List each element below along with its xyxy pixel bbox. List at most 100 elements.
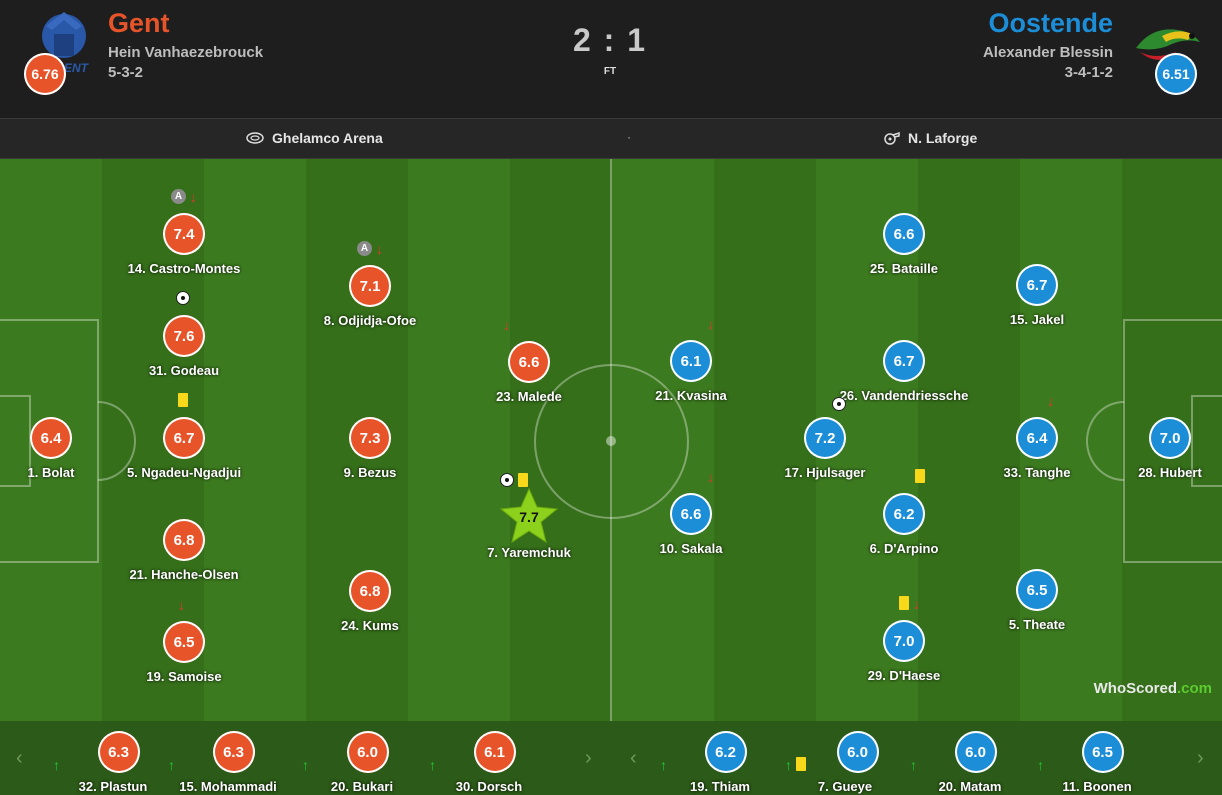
- player-name: 25. Bataille: [870, 261, 938, 276]
- away-formation: 3-4-1-2: [1064, 64, 1113, 81]
- player-sakala[interactable]: ↓ 6.6 10. Sakala: [611, 469, 771, 556]
- sub-dorsch[interactable]: ↑6.1 30. Dorsch: [429, 731, 549, 794]
- player-castro-montes[interactable]: A ↓ 7.4 14. Castro-Montes: [104, 189, 264, 276]
- center-circle: [534, 364, 689, 519]
- sub-thiam[interactable]: ↑6.2 19. Thiam: [660, 731, 780, 794]
- player-vandendriessche[interactable]: 6.7 26. Vandendriessche: [824, 340, 984, 403]
- player-hanche-olsen[interactable]: 6.8 21. Hanche-Olsen: [104, 519, 264, 582]
- player-rating: 7.3: [349, 417, 391, 459]
- away-team-name[interactable]: Oostende: [988, 8, 1113, 38]
- away-subs-prev-button[interactable]: ‹: [630, 747, 637, 769]
- player-darpino[interactable]: 6.2 6. D'Arpino: [824, 469, 984, 556]
- player-bolat[interactable]: 6.4 1. Bolat: [0, 417, 131, 480]
- player-name: 28. Hubert: [1138, 465, 1202, 480]
- sub-on-icon: ↑: [660, 757, 667, 773]
- oostende-logo-icon: [1136, 29, 1200, 60]
- right-penalty-box: [1123, 319, 1222, 563]
- player-rating: 6.6: [883, 213, 925, 255]
- player-name: 6. D'Arpino: [869, 541, 939, 556]
- venue: Ghelamco Arena: [246, 130, 383, 146]
- yellow-card-icon: [178, 393, 188, 407]
- player-rating: 6.8: [163, 519, 205, 561]
- player-godeau[interactable]: 7.6 31. Godeau: [104, 291, 264, 378]
- player-odjidja-ofoe[interactable]: A ↓ 7.1 8. Odjidja-Ofoe: [290, 241, 450, 328]
- sub-off-icon: ↓: [376, 241, 383, 257]
- sub-on-icon: ↑: [302, 757, 309, 773]
- player-name: 21. Kvasina: [655, 388, 727, 403]
- player-icons: ↓: [611, 469, 867, 485]
- whistle-icon: [884, 131, 900, 145]
- goal-icon: [832, 397, 846, 411]
- player-kvasina[interactable]: ↓ 6.1 21. Kvasina: [611, 316, 771, 403]
- player-rating: 6.0: [954, 731, 997, 773]
- player-icons: ↓: [449, 317, 663, 333]
- player-name: 19. Samoise: [146, 669, 222, 684]
- player-bataille[interactable]: 6.6 25. Bataille: [824, 213, 984, 276]
- player-name: 9. Bezus: [343, 465, 397, 480]
- player-rating: 6.7: [883, 340, 925, 382]
- sub-on-icon: ↑: [168, 757, 175, 773]
- player-tanghe[interactable]: ↓ 6.4 33. Tanghe: [957, 393, 1117, 480]
- away-subs-next-button[interactable]: ›: [1197, 747, 1204, 769]
- home-subs-next-button[interactable]: ›: [585, 747, 592, 769]
- player-rating: 6.7: [1016, 264, 1058, 306]
- player-rating: 6.0: [836, 731, 879, 773]
- player-rating: 6.5: [1081, 731, 1124, 773]
- center-spot: [606, 436, 616, 446]
- player-rating: 7.1: [349, 265, 391, 307]
- info-separator: ·: [627, 130, 631, 144]
- player-name: 10. Sakala: [659, 541, 723, 556]
- match-header: ENT 6.76 Gent Hein Vanhaezebrouck 5-3-2 …: [0, 0, 1222, 118]
- player-hubert[interactable]: 7.0 28. Hubert: [1090, 417, 1222, 480]
- sub-bukari[interactable]: ↑6.0 20. Bukari: [302, 731, 422, 794]
- player-name: 5. Theate: [1008, 617, 1066, 632]
- referee-name: N. Laforge: [908, 130, 978, 146]
- venue-name: Ghelamco Arena: [272, 130, 383, 146]
- player-kums[interactable]: 6.8 24. Kums: [290, 570, 450, 633]
- player-hjulsager[interactable]: 7.2 17. Hjulsager: [745, 397, 905, 480]
- player-icons: [745, 397, 992, 413]
- sub-on-icon: ↑: [910, 757, 917, 773]
- sub-matam[interactable]: ↑6.0 20. Matam: [910, 731, 1030, 794]
- match-info-bar: Ghelamco Arena · N. Laforge: [0, 118, 1222, 159]
- home-subs-prev-button[interactable]: ‹: [16, 747, 23, 769]
- home-formation: 5-3-2: [108, 64, 144, 81]
- player-name: 23. Malede: [496, 389, 562, 404]
- player-icons: A ↓: [104, 189, 264, 205]
- sub-off-icon: ↓: [707, 469, 714, 485]
- player-rating: 7.2: [804, 417, 846, 459]
- sub-boonen[interactable]: ↑6.5 11. Boonen: [1037, 731, 1157, 794]
- player-theate[interactable]: 6.5 5. Theate: [957, 569, 1117, 632]
- player-rating: 6.0: [346, 731, 389, 773]
- player-samoise[interactable]: ↓ 6.5 19. Samoise: [104, 597, 264, 684]
- sub-mohammadi[interactable]: ↑6.3 15. Mohammadi: [168, 731, 288, 794]
- player-icons: [824, 469, 1075, 485]
- home-manager: Hein Vanhaezebrouck: [108, 44, 264, 61]
- player-rating: 7.4: [163, 213, 205, 255]
- yellow-card-icon: [518, 473, 528, 487]
- player-name: 32. Plastun: [78, 779, 148, 794]
- sub-off-icon: ↓: [1047, 393, 1054, 409]
- player-yaremchuk[interactable]: 7.7 7. Yaremchuk: [449, 473, 609, 560]
- player-malede[interactable]: ↓ 6.6 23. Malede: [449, 317, 609, 404]
- sub-off-icon: ↓: [190, 189, 197, 205]
- player-name: 11. Boonen: [1062, 779, 1132, 794]
- player-jakel[interactable]: 6.7 15. Jakel: [957, 264, 1117, 327]
- home-team-name[interactable]: Gent: [108, 8, 170, 38]
- player-rating: 7.7: [519, 509, 539, 525]
- player-rating: 6.4: [30, 417, 72, 459]
- player-rating: 6.1: [670, 340, 712, 382]
- player-name: 7. Yaremchuk: [487, 545, 571, 560]
- pitch: 6.4 1. Bolat A ↓ 7.4 14. Castro-Montes 7…: [0, 159, 1222, 721]
- sub-plastun[interactable]: ↑6.3 32. Plastun: [53, 731, 173, 794]
- player-name: 1. Bolat: [27, 465, 75, 480]
- player-name: 7. Gueye: [817, 779, 873, 794]
- player-icons: ↓: [104, 597, 338, 613]
- player-ngadeu-ngadjui[interactable]: 6.7 5. Ngadeu-Ngadjui: [104, 393, 264, 480]
- player-dhaese[interactable]: ↓ 7.0 29. D'Haese: [824, 596, 984, 683]
- player-bezus[interactable]: 7.3 9. Bezus: [290, 417, 450, 480]
- player-icons: ↓: [957, 393, 1207, 409]
- sub-gueye[interactable]: ↑6.0 7. Gueye: [785, 731, 905, 794]
- match-score: 2 : 1: [572, 22, 648, 58]
- player-icons: [104, 393, 338, 409]
